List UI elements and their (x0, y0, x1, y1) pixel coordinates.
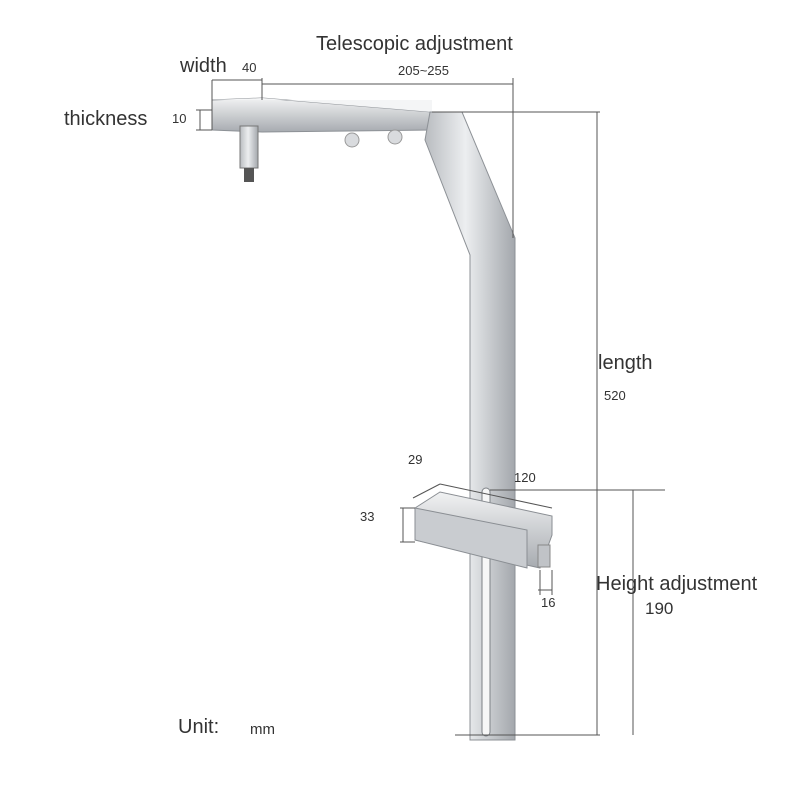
dimension-lines (196, 78, 665, 736)
pole (424, 111, 516, 741)
light-post-tip (244, 168, 254, 182)
telescopic-label: Telescopic adjustment (316, 33, 513, 55)
width-label: width (180, 55, 227, 77)
clamp-gap-value: 16 (541, 595, 556, 610)
clamp-screw (537, 544, 551, 568)
thickness-value: 10 (172, 111, 187, 126)
knob (387, 129, 403, 145)
length-value: 520 (604, 388, 626, 403)
height-value: 190 (645, 599, 674, 618)
unit-value: mm (250, 721, 275, 738)
clamp-height-value: 33 (360, 509, 375, 524)
length-label: length (598, 352, 653, 374)
light-post (239, 125, 259, 169)
knob (344, 132, 360, 148)
width-value: 40 (242, 60, 257, 75)
thickness-label: thickness (64, 108, 148, 130)
height-adjustment-label: Height adjustment (596, 573, 758, 595)
top-arm-face (212, 98, 432, 112)
clamp-depth-value: 29 (408, 452, 423, 467)
clamp-width-value: 120 (514, 470, 536, 485)
unit-label: Unit: (178, 716, 220, 738)
telescopic-range: 205~255 (398, 63, 449, 78)
